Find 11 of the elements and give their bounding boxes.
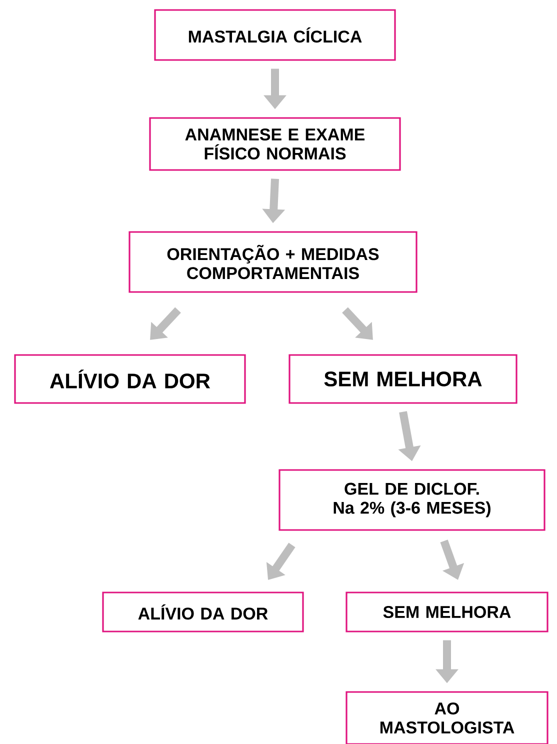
process-box: ALÍVIO DA DOR xyxy=(14,354,246,404)
process-box: ANAMNESE E EXAME FÍSICO NORMAIS xyxy=(149,117,401,171)
process-box: GEL DE DICLOF. Na 2% (3-6 MESES) xyxy=(278,469,546,531)
arrow xyxy=(342,307,373,340)
process-box: SEM MELHORA xyxy=(288,354,518,404)
process-box: ORIENTAÇÃO + MEDIDAS COMPORTAMENTAIS xyxy=(128,231,418,293)
process-box: MASTALGIA CÍCLICA xyxy=(154,9,396,61)
process-box: ALÍVIO DA DOR xyxy=(102,592,304,632)
process-box: AO MASTOLOGISTA xyxy=(346,691,548,744)
process-box: SEM MELHORA xyxy=(346,592,548,632)
arrow xyxy=(150,307,181,340)
